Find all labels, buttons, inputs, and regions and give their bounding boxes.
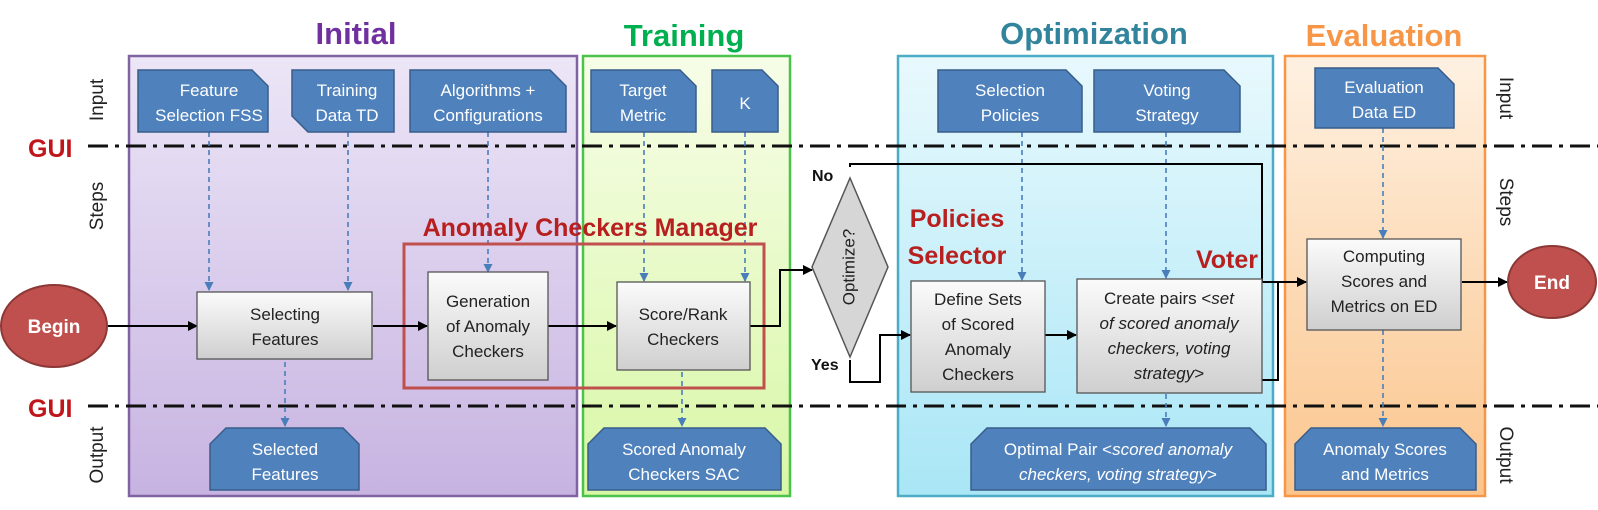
input-training-data: Training Data TD xyxy=(291,69,395,133)
gui-label-top: GUI xyxy=(28,135,72,163)
input-training-data-line2: Data TD xyxy=(316,106,379,125)
step-create-pairs-line2: of scored anomaly xyxy=(1100,314,1240,333)
input-feature-selection: Feature Selection FSS xyxy=(137,69,269,133)
step-score-rank: Score/Rank Checkers xyxy=(616,281,751,371)
phase-title-initial: Initial xyxy=(316,16,397,51)
output-scored-checkers-line2: Checkers SAC xyxy=(628,465,739,484)
step-generation: Generation of Anomaly Checkers xyxy=(427,271,549,381)
anomaly-checkers-manager-outline xyxy=(402,242,766,390)
input-selection-policies-line1: Selection xyxy=(975,81,1045,100)
side-label-input-left: Input xyxy=(87,78,108,121)
step-score-rank-line1: Score/Rank xyxy=(639,305,728,324)
input-target-metric-line2: Metric xyxy=(620,106,667,125)
gui-label-bottom: GUI xyxy=(28,395,72,423)
step-define-sets: Define Sets of Scored Anomaly Checkers xyxy=(910,280,1046,393)
input-algorithms-line1: Algorithms + xyxy=(441,81,536,100)
step-computing: Computing Scores and Metrics on ED xyxy=(1306,238,1462,331)
input-k: K xyxy=(711,69,779,133)
end-label: End xyxy=(1534,273,1570,294)
policies-selector-label-line1: Policies xyxy=(910,205,1005,233)
step-create-pairs-line1: Create pairs <set xyxy=(1104,289,1235,308)
anomaly-checkers-manager-label: Anomaly Checkers Manager xyxy=(423,214,758,242)
input-selection-policies: Selection Policies xyxy=(937,69,1083,133)
decision-yes-label: Yes xyxy=(811,357,839,374)
input-voting-strategy-line1: Voting xyxy=(1143,81,1190,100)
step-score-rank-line2: Checkers xyxy=(647,330,719,349)
output-selected-features-line1: Selected xyxy=(252,440,318,459)
step-generation-line3: Checkers xyxy=(452,342,524,361)
step-selecting-features-line1: Selecting xyxy=(250,305,320,324)
phase-title-evaluation: Evaluation xyxy=(1306,18,1463,53)
output-anomaly-scores: Anomaly Scores and Metrics xyxy=(1294,427,1477,491)
output-optimal-pair: Optimal Pair <scored anomaly checkers, v… xyxy=(970,427,1267,491)
input-training-data-line1: Training xyxy=(317,81,378,100)
side-label-steps-left: Steps xyxy=(87,182,108,231)
input-evaluation-data: Evaluation Data ED xyxy=(1314,67,1455,129)
step-define-sets-line4: Checkers xyxy=(942,365,1014,384)
flow-arrows xyxy=(108,163,1508,383)
side-label-output-left: Output xyxy=(87,426,108,484)
policies-selector-label-line2: Selector xyxy=(908,242,1007,270)
input-target-metric: Target Metric xyxy=(590,69,697,133)
input-evaluation-data-line1: Evaluation xyxy=(1344,78,1423,97)
output-selected-features-line2: Features xyxy=(251,465,318,484)
output-anomaly-scores-line2: and Metrics xyxy=(1341,465,1429,484)
input-target-metric-line1: Target xyxy=(619,81,667,100)
step-selecting-features: Selecting Features xyxy=(196,291,373,360)
step-define-sets-line1: Define Sets xyxy=(934,290,1022,309)
end-node: End xyxy=(1507,245,1597,319)
step-create-pairs: Create pairs <set of scored anomaly chec… xyxy=(1076,278,1263,394)
side-label-input-right: Input xyxy=(1495,77,1516,120)
output-optimal-pair-line1: Optimal Pair <scored anomaly xyxy=(1004,440,1234,459)
step-selecting-features-line2: Features xyxy=(251,330,318,349)
side-label-steps-right: Steps xyxy=(1495,178,1516,227)
step-computing-line3: Metrics on ED xyxy=(1331,297,1438,316)
step-computing-line1: Computing xyxy=(1343,247,1425,266)
step-computing-line2: Scores and xyxy=(1341,272,1427,291)
voter-label: Voter xyxy=(1196,246,1258,274)
output-optimal-pair-line2: checkers, voting strategy> xyxy=(1019,465,1217,484)
dashed-connectors xyxy=(204,128,1388,427)
decision-optimize-label: Optimize? xyxy=(839,229,858,306)
output-scored-checkers: Scored Anomaly Checkers SAC xyxy=(587,427,782,491)
input-algorithms-line2: Configurations xyxy=(433,106,543,125)
step-create-pairs-line4: strategy> xyxy=(1134,364,1204,383)
output-scored-checkers-line1: Scored Anomaly xyxy=(622,440,746,459)
begin-node: Begin xyxy=(0,284,108,368)
step-generation-line1: Generation xyxy=(446,292,530,311)
decision-no-label: No xyxy=(812,168,834,185)
step-generation-line2: of Anomaly xyxy=(446,317,531,336)
decision-optimize: Optimize? xyxy=(811,176,889,359)
input-algorithms: Algorithms + Configurations xyxy=(409,69,567,133)
side-label-output-right: Output xyxy=(1495,426,1516,484)
input-selection-policies-line2: Policies xyxy=(981,106,1040,125)
output-anomaly-scores-line1: Anomaly Scores xyxy=(1323,440,1447,459)
input-voting-strategy-line2: Strategy xyxy=(1135,106,1199,125)
output-selected-features: Selected Features xyxy=(209,427,360,491)
step-define-sets-line3: Anomaly xyxy=(945,340,1012,359)
step-define-sets-line2: of Scored xyxy=(942,315,1015,334)
input-evaluation-data-line2: Data ED xyxy=(1352,103,1416,122)
input-feature-selection-line2: Selection FSS xyxy=(155,106,263,125)
input-feature-selection-line1: Feature xyxy=(180,81,239,100)
input-k-label: K xyxy=(739,94,751,113)
input-voting-strategy: Voting Strategy xyxy=(1093,69,1241,133)
begin-label: Begin xyxy=(28,317,81,338)
phase-title-training: Training xyxy=(624,18,745,53)
phase-title-optimization: Optimization xyxy=(1000,16,1188,51)
step-create-pairs-line3: checkers, voting xyxy=(1108,339,1231,358)
